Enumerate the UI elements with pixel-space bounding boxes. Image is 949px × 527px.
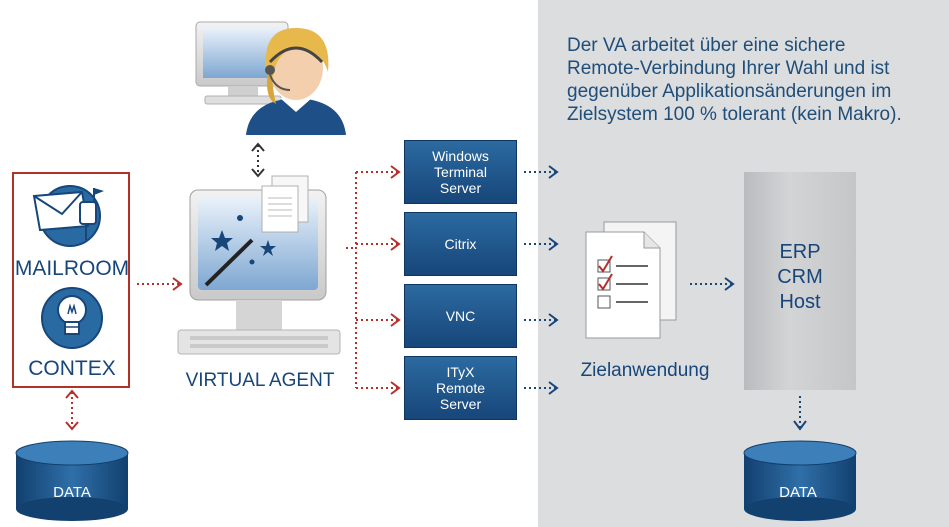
server-label-line: VNC [445, 308, 476, 324]
target-system-line: Host [779, 291, 821, 313]
server-label-line: Server [439, 180, 482, 196]
mailroom-agent-arrow [137, 277, 183, 291]
description-line: Remote-Verbindung Ihrer Wahl und ist [567, 58, 890, 79]
server-label-line: Windows [432, 148, 489, 164]
target-system-line: ERP [779, 241, 821, 263]
data-right-label: DATA [779, 484, 817, 501]
server-target-arrows [524, 165, 807, 431]
target-application-document-icon [585, 221, 677, 339]
target-system-box [744, 172, 856, 390]
server-vnc: VNC [404, 284, 517, 348]
server-label-line: Server [439, 396, 482, 412]
mailroom-icon [32, 185, 104, 247]
data-cylinder-right [743, 440, 857, 521]
server-label-line: Remote [435, 380, 486, 396]
description-line: gegenüber Applikationsänderungen im [567, 81, 892, 102]
description-text: Der VA arbeitet über eine sichere Remote… [567, 34, 937, 126]
server-ityx-remote: ITyX Remote Server [404, 356, 517, 420]
target-system-labels: ERP CRM Host [744, 240, 856, 315]
mailroom-contex-box [12, 172, 130, 388]
operator-agent-arrow [251, 142, 265, 178]
mailroom-label: MAILROOM [14, 257, 130, 280]
server-label-line: Terminal [434, 164, 487, 180]
agent-server-connectors [346, 165, 401, 395]
description-line: Der VA arbeitet über eine sichere [567, 35, 846, 56]
description-line: Zielsystem 100 % tolerant (kein Makro). [567, 104, 902, 125]
server-label-line: Citrix [444, 236, 477, 252]
left-data-arrow [65, 389, 79, 431]
operator-icon [195, 21, 346, 135]
contex-bulb-icon [41, 287, 103, 349]
data-left-label: DATA [53, 484, 91, 501]
contex-label: CONTEX [28, 357, 116, 380]
target-application-label: Zielanwendung [580, 360, 710, 381]
server-label-line: ITyX [446, 364, 475, 380]
server-citrix: Citrix [404, 212, 517, 276]
virtual-agent-monitor-icon [177, 175, 341, 355]
target-system-line: CRM [777, 266, 823, 288]
data-cylinder-left [15, 440, 129, 521]
server-windows-terminal: Windows Terminal Server [404, 140, 517, 204]
virtual-agent-label: VIRTUAL AGENT [185, 370, 335, 391]
